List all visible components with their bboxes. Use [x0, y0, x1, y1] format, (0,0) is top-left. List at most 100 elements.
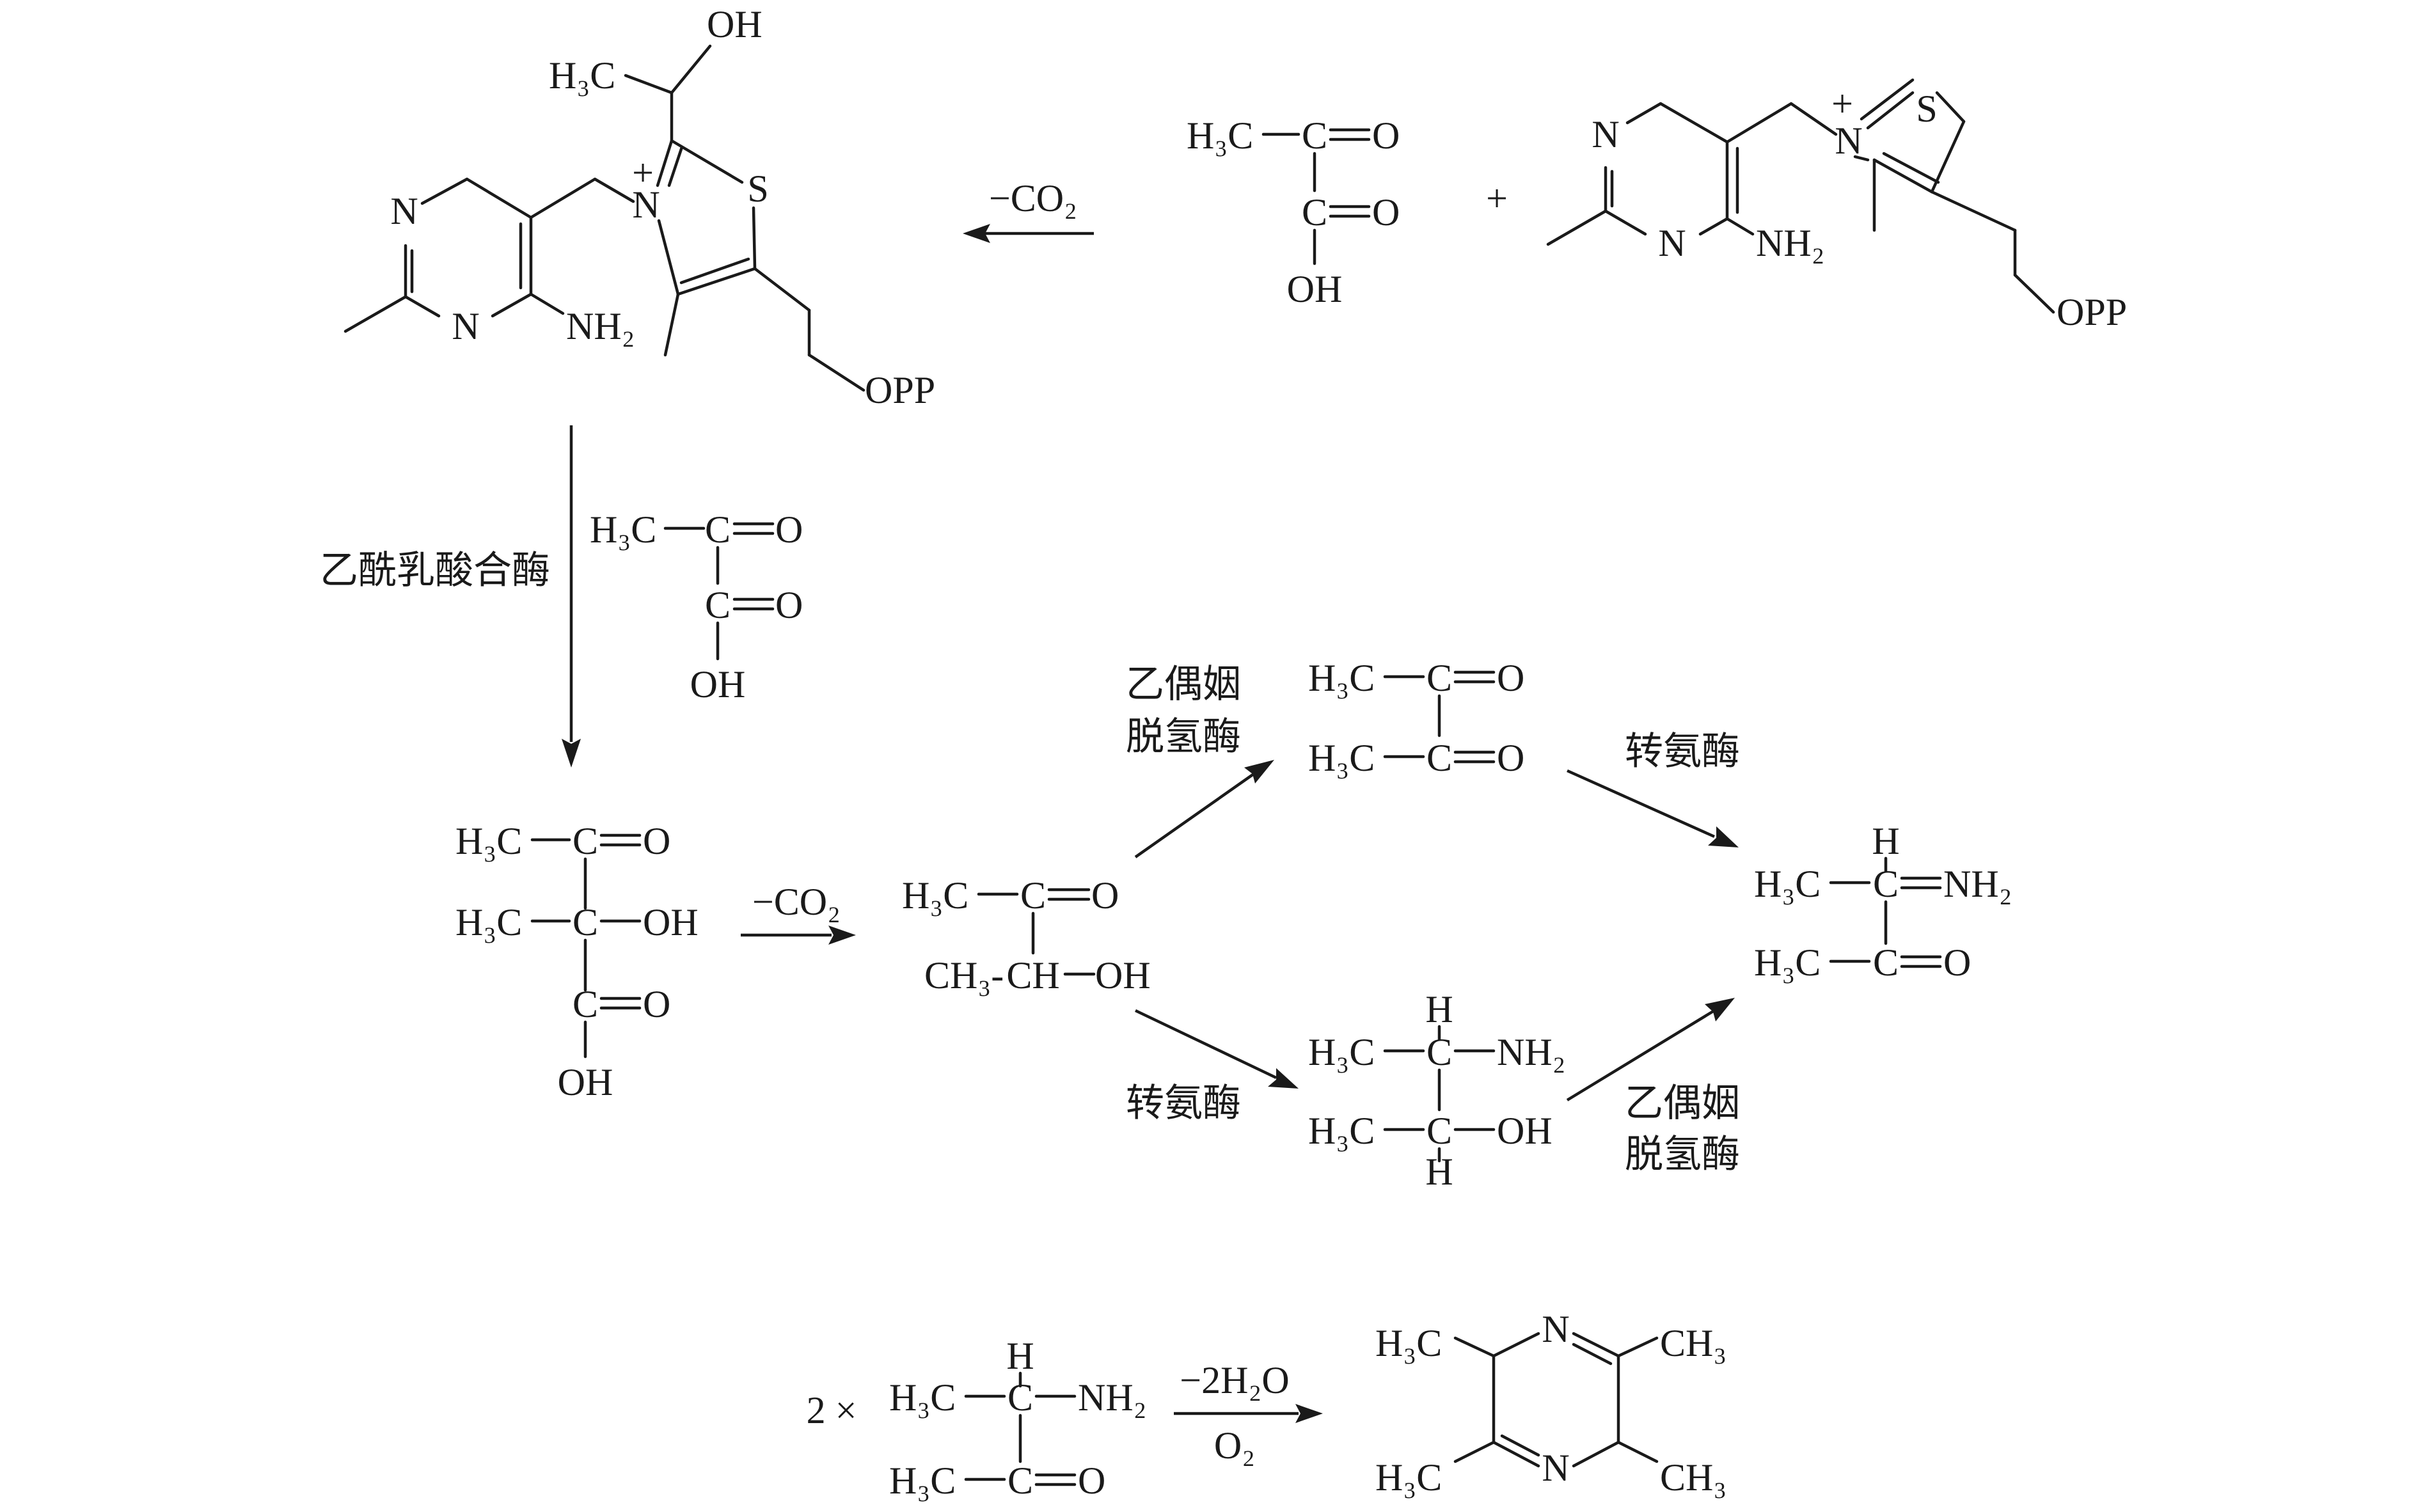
aminobutanone: H H₃C C NH₂ H₃C C O — [1754, 820, 2012, 984]
thiamine-pyrophosphate: N N NH₂ N + S OPP — [1546, 78, 2127, 333]
diacetyl: H₃C C O H₃C C O — [1308, 657, 1524, 779]
atom-oh: OH — [1095, 954, 1151, 996]
atom-c: C — [1873, 863, 1899, 905]
atom-h3c: H₃C — [549, 54, 615, 97]
enzyme-transaminase: 转氨酶 — [1126, 1081, 1241, 1126]
atom-h3c: H₃C — [1754, 863, 1821, 905]
atom-n: N — [1658, 222, 1686, 264]
condition-o2: O₂ — [1214, 1424, 1255, 1467]
atom-o: O — [1091, 874, 1119, 917]
tetramethylpyrazine: N N H₃C CH₃ H₃C CH₃ — [1375, 1308, 1727, 1499]
atom-c: C — [573, 820, 598, 862]
enzyme-acetoin-dh-line2: 脱氢酶 — [1126, 714, 1241, 759]
atom-o: O — [775, 584, 803, 626]
atom-h3c: H₃C — [902, 874, 968, 917]
atom-o: O — [643, 820, 670, 862]
decarboxylation-arrow-1: −CO₂ — [963, 177, 1094, 243]
atom-nh2: NH₂ — [566, 305, 635, 347]
condensation-arrow: −2H₂O O₂ — [1174, 1359, 1323, 1467]
aminobutanone-reactant: H H₃C C NH₂ H₃C C O — [889, 1335, 1147, 1502]
atom-h3c: H₃C — [455, 820, 522, 862]
atom-h: H — [1006, 1335, 1034, 1377]
atom-c: C — [705, 508, 731, 551]
acetolactate-synthase-arrow: 乙酰乳酸合酶 — [320, 425, 581, 768]
charge-plus: + — [632, 152, 654, 194]
atom-n: N — [1542, 1447, 1569, 1489]
atom-n: N — [452, 305, 479, 347]
atom-c: C — [705, 584, 731, 626]
atom-opp: OPP — [865, 369, 935, 411]
atom-nh2: NH₂ — [1943, 863, 2012, 905]
condition-minus-co2: −CO₂ — [989, 177, 1077, 219]
enzyme-transaminase: 转氨酶 — [1625, 729, 1740, 774]
atom-o: O — [643, 983, 670, 1025]
plus-sign: + — [1486, 177, 1508, 219]
atom-c: C — [1873, 941, 1899, 984]
atom-c: C — [1426, 657, 1452, 699]
atom-o: O — [1943, 941, 1971, 984]
decarboxylation-arrow-2: −CO₂ — [741, 881, 856, 945]
atom-o: O — [1372, 191, 1400, 233]
atom-h3c: H₃C — [1308, 737, 1375, 779]
atom-oh: OH — [1497, 1110, 1553, 1152]
atom-o: O — [1078, 1460, 1105, 1502]
atom-oh: OH — [558, 1061, 613, 1103]
atom-h3c: H₃C — [455, 901, 522, 943]
acetoin-dehydrogenase-arrow: 乙偶姻 脱氢酶 — [1126, 662, 1274, 858]
pyruvate-top: H₃C C O C O OH — [1187, 114, 1400, 310]
atom-n: N — [1592, 113, 1619, 155]
atom-ch3: CH₃- — [924, 954, 1004, 996]
atom-c: C — [1007, 1376, 1033, 1419]
enzyme-acetoin-dh-line1: 乙偶姻 — [1625, 1081, 1740, 1126]
atom-nh2: NH₂ — [1756, 222, 1825, 264]
atom-o: O — [1497, 737, 1524, 779]
atom-oh: OH — [707, 3, 763, 45]
pyruvate-middle: H₃C C O C O OH — [590, 508, 803, 705]
atom-oh: OH — [690, 663, 746, 705]
acetoin-dehydrogenase-arrow-2: 乙偶姻 脱氢酶 — [1566, 998, 1740, 1177]
enzyme-acetoin-dh-line1: 乙偶姻 — [1126, 662, 1241, 707]
atom-ch3: CH₃ — [1660, 1456, 1727, 1499]
atom-h3c: H₃C — [1308, 1110, 1375, 1152]
atom-n-plus: N — [632, 184, 660, 226]
transaminase-arrow-lower: 转氨酶 — [1126, 1009, 1299, 1126]
atom-h3c: H₃C — [1375, 1322, 1442, 1364]
atom-ch: CH — [1006, 954, 1059, 996]
atom-c: C — [1020, 874, 1046, 917]
atom-o: O — [1497, 657, 1524, 699]
atom-h3c: H₃C — [889, 1376, 956, 1419]
atom-h3c: H₃C — [1308, 657, 1375, 699]
atom-h: H — [1425, 1151, 1453, 1193]
hydroxyethyl-thiamine-pyrophosphate: OH H₃C N N NH₂ N + S OP — [344, 3, 935, 411]
atom-s: S — [747, 168, 768, 210]
atom-n: N — [1542, 1308, 1569, 1350]
atom-c: C — [573, 983, 598, 1025]
enzyme-acetoin-dh-line2: 脱氢酶 — [1625, 1132, 1740, 1177]
charge-plus: + — [1831, 83, 1853, 125]
atom-h3c: H₃C — [1375, 1456, 1442, 1499]
atom-h3c: H₃C — [889, 1460, 956, 1502]
atom-c: C — [573, 901, 598, 943]
atom-c: C — [1302, 191, 1327, 233]
atom-c: C — [1426, 1031, 1452, 1073]
atom-ch3: CH₃ — [1660, 1322, 1727, 1364]
condition-minus-2h2o: −2H₂O — [1180, 1359, 1289, 1401]
atom-opp: OPP — [2057, 291, 2127, 333]
atom-c: C — [1007, 1460, 1033, 1502]
atom-nh2: NH₂ — [1078, 1376, 1147, 1419]
transaminase-arrow-upper: 转氨酶 — [1567, 729, 1740, 847]
acetoin: H₃C C O CH₃- CH OH — [902, 874, 1151, 996]
acetolactate: H₃C C O H₃C C OH C O OH — [455, 820, 699, 1103]
atom-h3c: H₃C — [1308, 1031, 1375, 1073]
atom-c: C — [1302, 114, 1327, 157]
multiplier: 2 × — [807, 1389, 857, 1431]
atom-h: H — [1872, 820, 1899, 862]
atom-h3c: H₃C — [590, 508, 656, 551]
atom-c: C — [1426, 1110, 1452, 1152]
enzyme-acetolactate-synthase: 乙酰乳酸合酶 — [320, 548, 550, 593]
amino-butanol: H H₃C C NH₂ H₃C C OH H — [1308, 988, 1566, 1193]
atom-h3c: H₃C — [1754, 941, 1821, 984]
atom-c: C — [1426, 737, 1452, 779]
atom-oh: OH — [643, 901, 699, 943]
